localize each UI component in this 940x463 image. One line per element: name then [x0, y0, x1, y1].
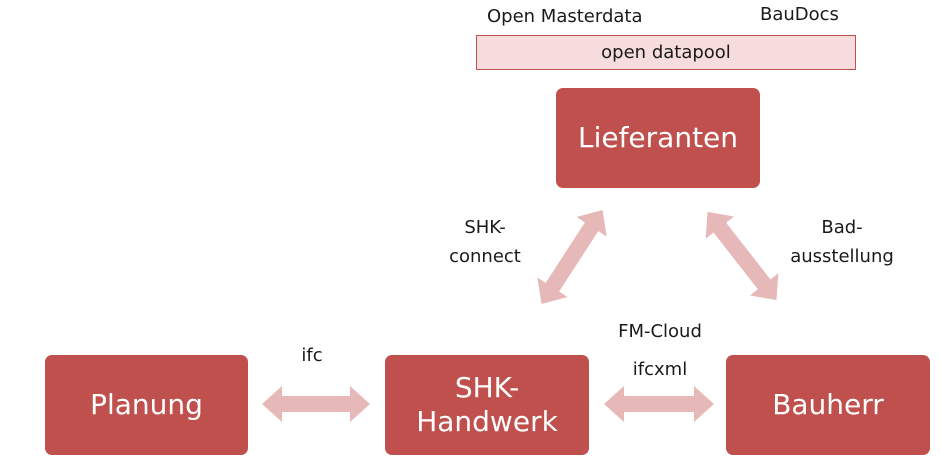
arrow-shk-bauherr [604, 386, 714, 422]
baudocs-label: BauDocs [760, 4, 839, 25]
shk-connect-label-line1: SHK- [464, 217, 506, 238]
node-lieferanten: Lieferanten [556, 88, 760, 188]
ifc-label: ifc [301, 345, 323, 366]
arrow-shk-lieferanten [537, 210, 607, 304]
open-datapool-label: open datapool [601, 42, 731, 63]
open-datapool-bar: open datapool [476, 35, 856, 70]
node-planung: Planung [45, 355, 248, 455]
node-bauherr-label: Bauherr [772, 388, 884, 421]
node-bauherr: Bauherr [726, 355, 930, 455]
ifcxml-label: ifcxml [632, 359, 688, 380]
badausstellung-label-line2: ausstellung [790, 246, 894, 267]
shk-connect-label-line2: connect [449, 246, 521, 267]
node-shk-label-line1: SHK- [454, 371, 520, 404]
node-planung-label: Planung [90, 388, 203, 421]
open-masterdata-label: Open Masterdata [487, 6, 643, 27]
arrow-planung-shk [262, 386, 370, 422]
badausstellung-label-line1: Bad- [821, 217, 863, 238]
node-shk-handwerk: SHK- Handwerk [385, 355, 589, 455]
node-lieferanten-label: Lieferanten [577, 121, 739, 154]
node-shk-label-line2: Handwerk [416, 405, 558, 438]
arrow-lieferanten-bauherr [705, 211, 779, 301]
fm-cloud-label: FM-Cloud [618, 321, 702, 342]
